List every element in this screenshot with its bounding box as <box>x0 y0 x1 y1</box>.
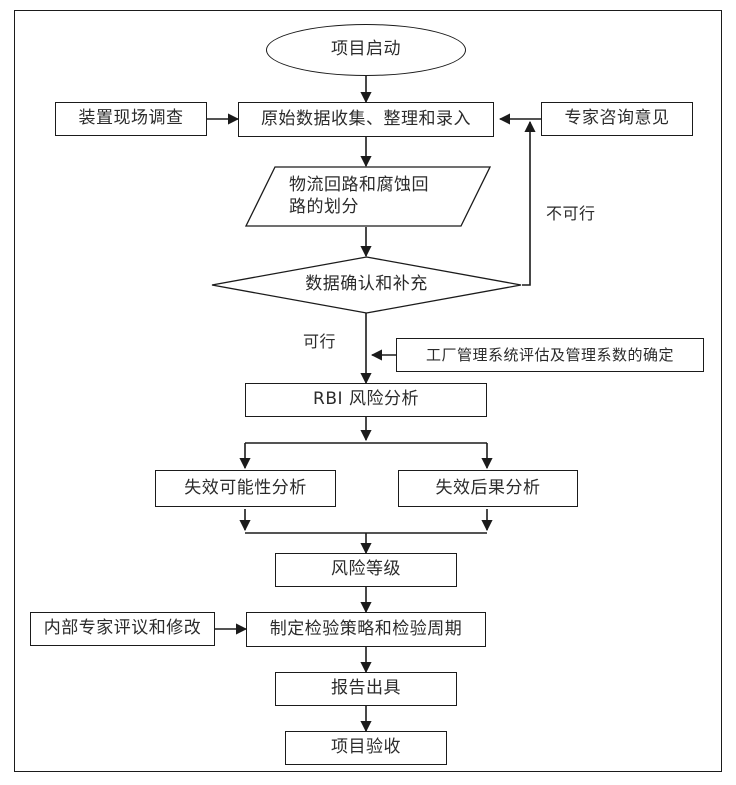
node-probability-of-failure-label: 失效可能性分析 <box>184 477 307 498</box>
node-probability-of-failure[interactable]: 失效可能性分析 <box>155 470 336 507</box>
node-plant-management-assessment-label: 工厂管理系统评估及管理系数的确定 <box>425 345 674 364</box>
node-expert-advice-label: 专家咨询意见 <box>564 108 670 129</box>
node-consequence-of-failure-label: 失效后果分析 <box>435 477 541 498</box>
node-project-acceptance[interactable]: 项目验收 <box>285 731 447 765</box>
node-data-collection-label: 原始数据收集、整理和录入 <box>261 108 471 129</box>
node-inspection-plan-label: 制定检验策略和检验周期 <box>269 618 463 639</box>
node-expert-advice[interactable]: 专家咨询意见 <box>541 102 693 136</box>
edge-label-feasible: 可行 <box>303 332 337 351</box>
node-data-confirmation[interactable]: 数据确认和补充 <box>211 256 522 314</box>
node-project-start[interactable]: 项目启动 <box>266 24 466 76</box>
node-project-acceptance-label: 项目验收 <box>331 737 401 758</box>
node-site-survey-label: 装置现场调查 <box>78 108 184 129</box>
node-rbi-analysis-label: RBI 风险分析 <box>313 389 419 410</box>
node-data-collection[interactable]: 原始数据收集、整理和录入 <box>238 102 494 137</box>
parallelogram-shape <box>245 166 491 227</box>
node-inspection-plan[interactable]: 制定检验策略和检验周期 <box>246 612 486 647</box>
node-project-start-label: 项目启动 <box>331 39 401 60</box>
node-report-issuance-label: 报告出具 <box>331 678 401 699</box>
node-rbi-analysis[interactable]: RBI 风险分析 <box>245 383 487 417</box>
node-internal-expert-review[interactable]: 内部专家评议和修改 <box>30 612 215 646</box>
edge-label-not-feasible: 不可行 <box>546 204 596 223</box>
node-loop-division-label: 物流回路和腐蚀回 路的划分 <box>289 175 429 217</box>
node-data-confirmation-label: 数据确认和补充 <box>305 274 428 295</box>
node-risk-level[interactable]: 风险等级 <box>275 553 457 587</box>
node-loop-division[interactable]: 物流回路和腐蚀回 路的划分 <box>245 166 491 227</box>
node-site-survey[interactable]: 装置现场调查 <box>55 102 207 136</box>
node-report-issuance[interactable]: 报告出具 <box>275 672 457 706</box>
node-internal-expert-review-label: 内部专家评议和修改 <box>43 618 202 639</box>
node-consequence-of-failure[interactable]: 失效后果分析 <box>398 470 578 507</box>
node-risk-level-label: 风险等级 <box>331 559 401 580</box>
node-plant-management-assessment[interactable]: 工厂管理系统评估及管理系数的确定 <box>396 338 704 372</box>
